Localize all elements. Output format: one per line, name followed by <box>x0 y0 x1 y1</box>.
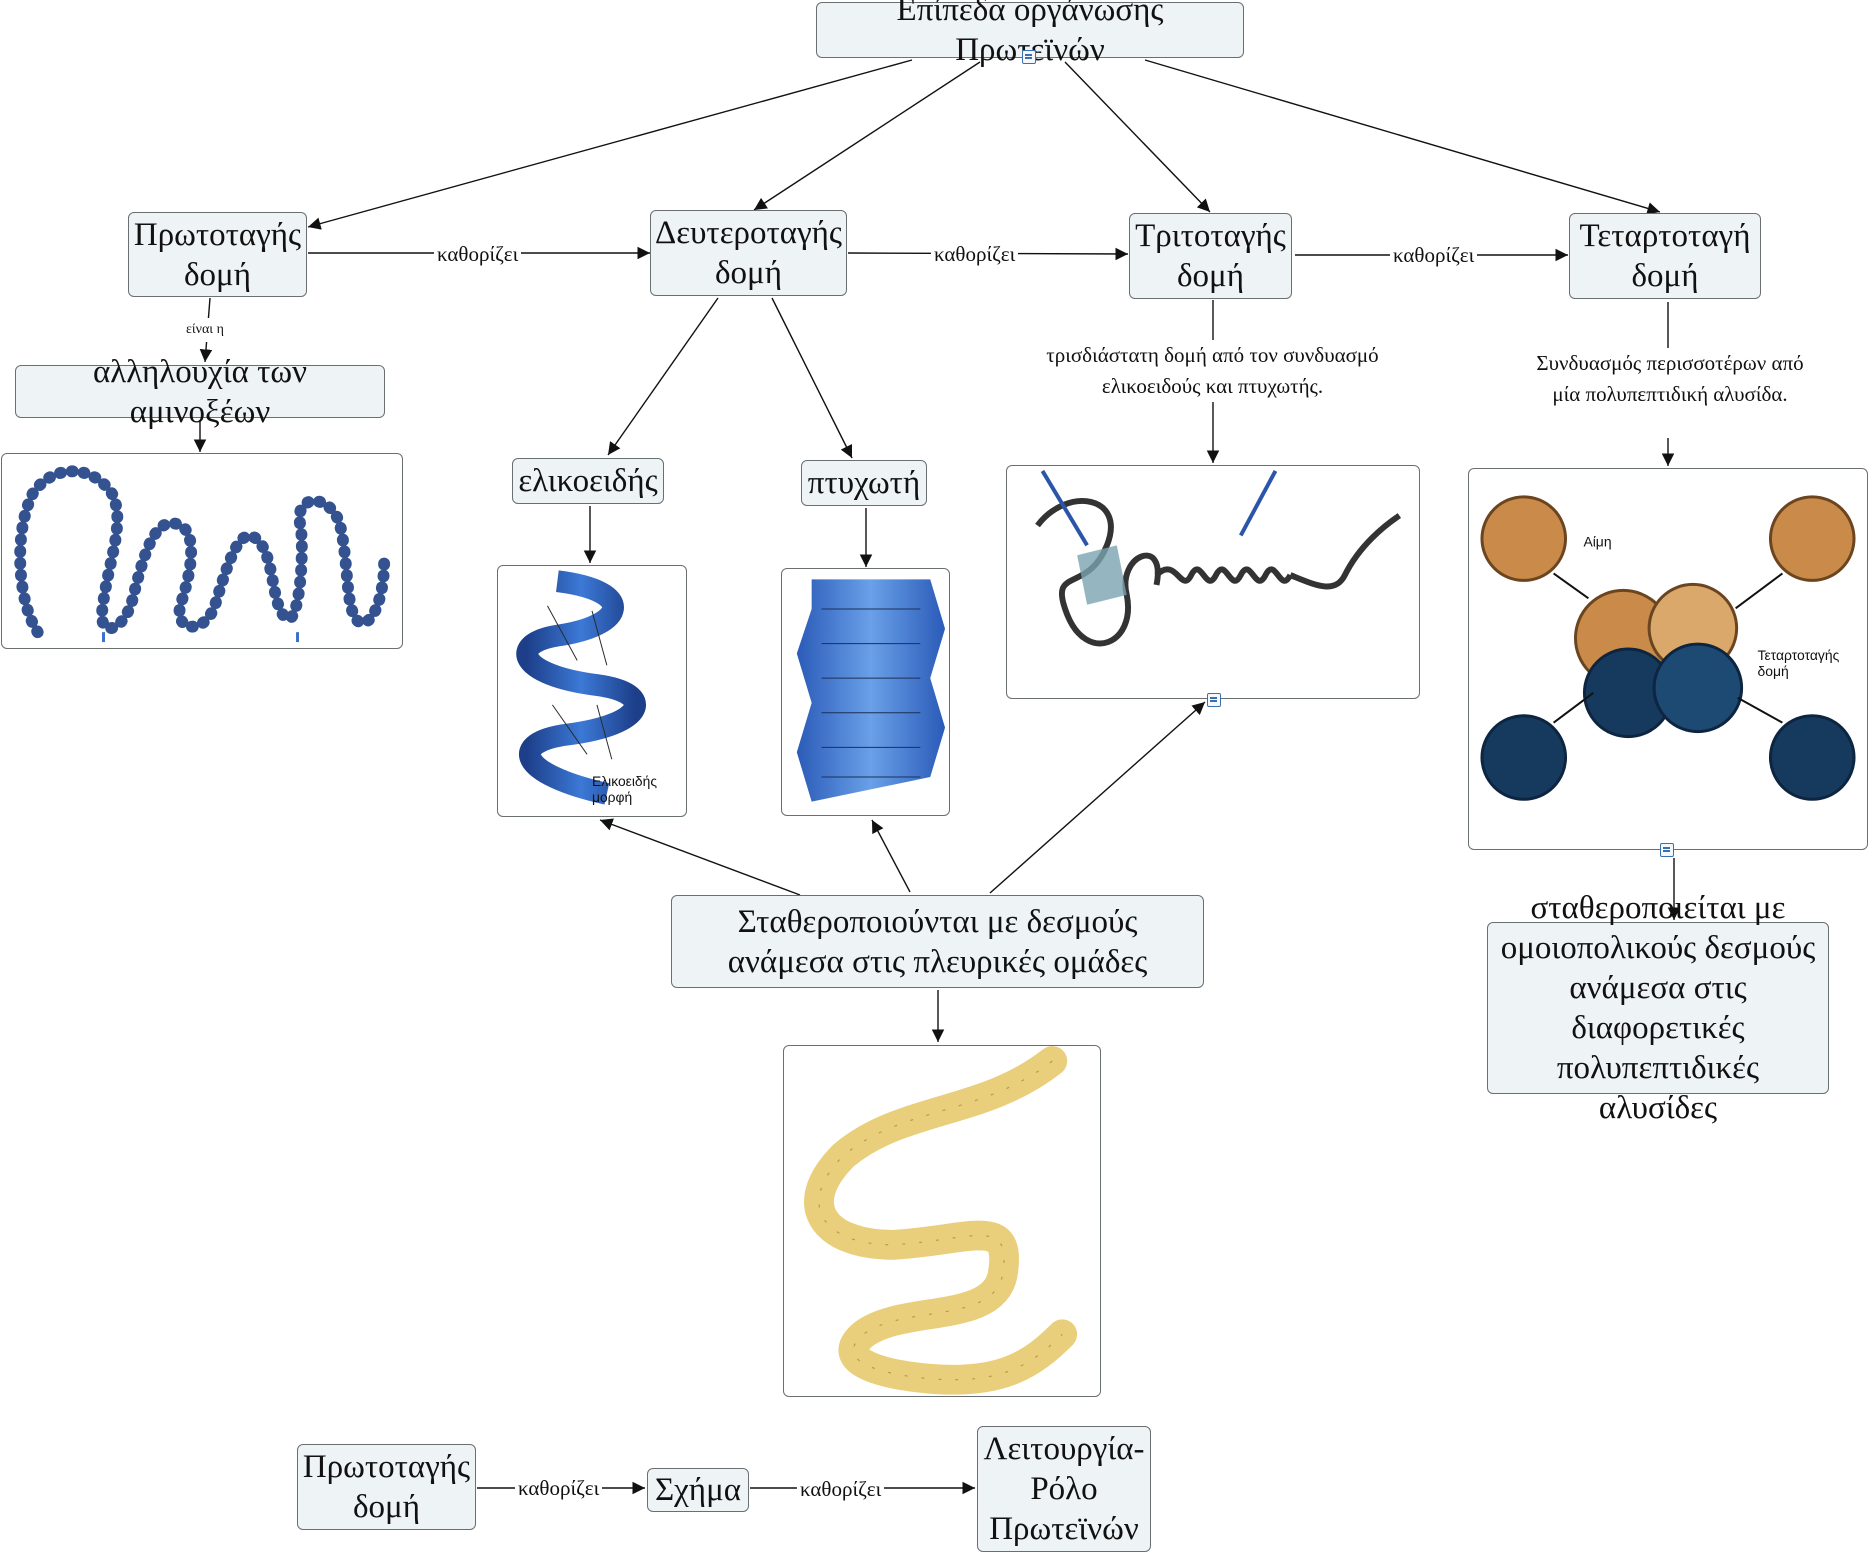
bottom-primary-node[interactable]: Πρωτοταγής δομή <box>297 1444 476 1530</box>
helix-caption: μορφή <box>592 789 632 805</box>
quaternary-description: Συνδυασμός περισσοτέρων από μία πολυπεπτ… <box>1525 348 1815 410</box>
helix-image: Ελικοειδής μορφή <box>497 565 687 817</box>
ribbon-image <box>783 1045 1101 1397</box>
tertiary-structure-image <box>1006 465 1420 699</box>
edge-secondary-helical <box>607 297 719 456</box>
bead-chain <box>14 465 391 639</box>
shape-node[interactable]: Σχήμα <box>647 1468 749 1512</box>
link-label-determines: καθορίζει <box>515 1476 603 1500</box>
edge-stab-pleated <box>871 819 911 893</box>
helix-illustration: Ελικοειδής μορφή <box>516 570 657 805</box>
quaternary-caption: Τεταρτοταγής <box>1758 647 1840 663</box>
helix-caption: Ελικοειδής <box>592 773 657 789</box>
marker <box>102 632 105 643</box>
amino-acid-sequence-node[interactable]: αλληλουχία των αμινοξέων <box>15 354 385 430</box>
edge-root-tertiary <box>1064 61 1211 213</box>
subunit <box>1480 495 1568 582</box>
subunit <box>1480 714 1568 801</box>
edge-secondary-pleated <box>771 297 853 459</box>
root-node[interactable]: Επίπεδα οργάνωσης Πρωτεϊνών <box>816 0 1244 68</box>
quaternary-structure-image: Αίμη Τεταρτοταγής δομή <box>1468 468 1868 850</box>
quaternary-structure-node[interactable]: Τεταρτοταγή δομή <box>1569 213 1761 299</box>
helical-node[interactable]: ελικοειδής <box>512 458 664 504</box>
tertiary-structure-node[interactable]: Τριτοταγής δομή <box>1129 213 1292 299</box>
link-label-determines: καθορίζει <box>1390 243 1478 267</box>
edge-stab-helix <box>599 818 801 896</box>
edge-stab-tertiary <box>989 701 1206 894</box>
stabilized-bonds-node[interactable]: Σταθεροποιούνται με δεσμούς ανάμεσα στις… <box>671 895 1204 988</box>
ribbon-illustration <box>804 1046 1078 1395</box>
ribbon <box>804 1046 1078 1395</box>
edge-root-primary <box>307 59 913 230</box>
resource-icon[interactable] <box>1207 693 1221 707</box>
link-label-determines: καθορίζει <box>797 1477 885 1501</box>
marker <box>296 632 299 643</box>
link-label-determines: καθορίζει <box>434 242 522 266</box>
primary-structure-image <box>1 453 403 649</box>
pleated-sheet-image <box>781 568 950 816</box>
link-label-determines: καθορίζει <box>931 242 1019 266</box>
pleated-sheet-illustration <box>796 579 946 802</box>
quaternary-illustration: Αίμη Τεταρτοταγής δομή <box>1480 495 1856 801</box>
edge-root-secondary <box>753 61 981 211</box>
secondary-structure-node[interactable]: Δευτεροταγής δομή <box>650 210 847 296</box>
link-label-is-the: είναι η <box>183 318 227 342</box>
function-node[interactable]: Λειτουργία-Ρόλο Πρωτεϊνών <box>977 1426 1151 1552</box>
subunit <box>1768 714 1856 801</box>
bead-chain-illustration <box>14 465 391 643</box>
resource-icon[interactable] <box>1660 843 1674 857</box>
primary-structure-node[interactable]: Πρωτοταγής δομή <box>128 212 307 297</box>
quaternary-caption: δομή <box>1758 663 1789 679</box>
heme-label: Αίμη <box>1583 534 1611 550</box>
subunit <box>1768 495 1856 582</box>
tertiary-illustration <box>1035 469 1402 647</box>
resource-icon[interactable] <box>1022 50 1036 64</box>
subunit <box>1652 642 1744 734</box>
tertiary-description: τρισδιάστατη δομή από τον συνδυασμό ελικ… <box>1010 340 1415 402</box>
pleated-node[interactable]: πτυχωτή <box>801 460 927 506</box>
edge-root-quaternary <box>1144 59 1661 215</box>
quaternary-stabilized-node[interactable]: σταθεροποιείται με ομοιοπολικούς δεσμούς… <box>1487 890 1829 1126</box>
